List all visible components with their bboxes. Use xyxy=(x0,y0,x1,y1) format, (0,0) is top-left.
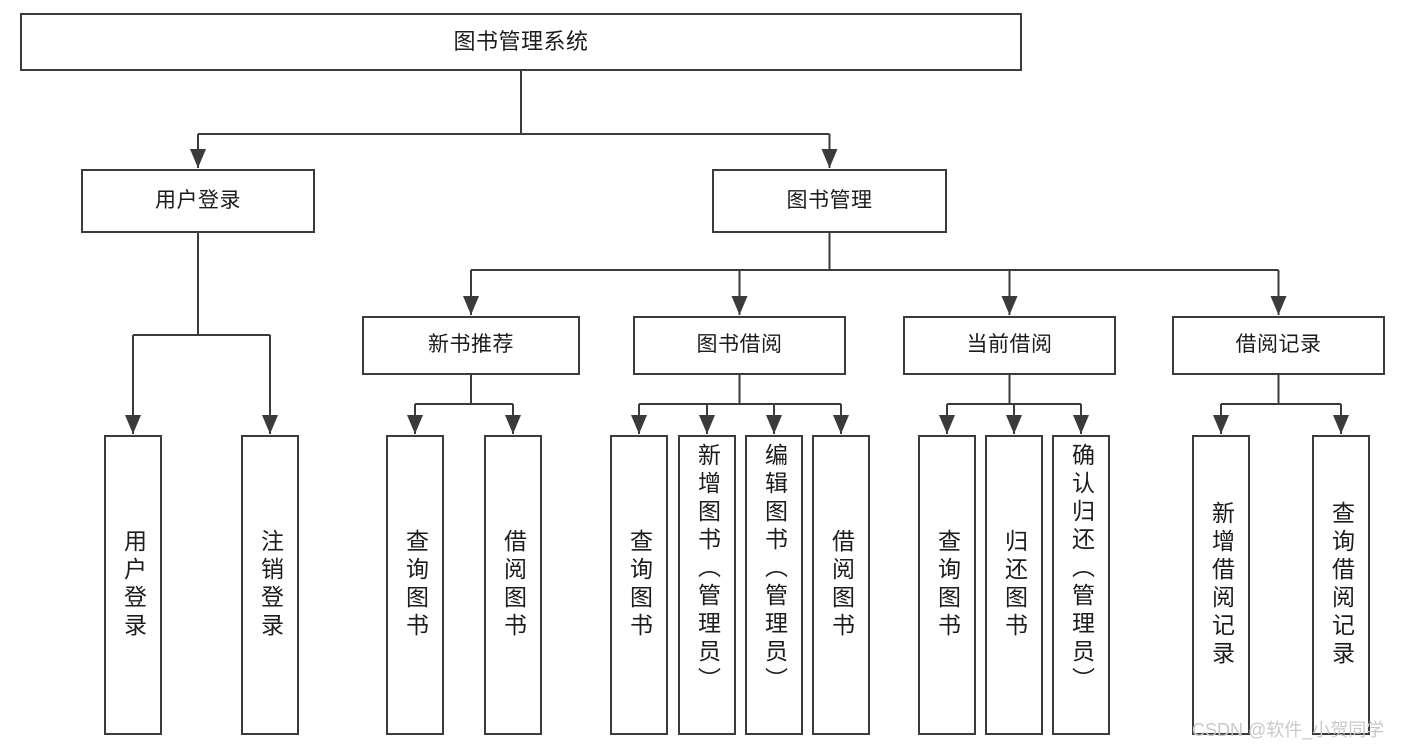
node-leaf-add-borrow-record[interactable]: 新增借阅记录 xyxy=(1192,435,1250,735)
borrow-record-to-leaves-arrow-0 xyxy=(1213,415,1229,434)
node-leaf-query-book-current[interactable]: 查询图书 xyxy=(918,435,976,735)
borrow-record-to-leaves-arrow-1 xyxy=(1333,415,1349,434)
node-label: 图书借阅 xyxy=(696,333,783,357)
node-leaf-borrow-book[interactable]: 借阅图书 xyxy=(812,435,870,735)
root-to-level2-arrow-1 xyxy=(821,149,838,168)
node-leaf-user-login[interactable]: 用户登录 xyxy=(104,435,162,735)
node-label: 借阅图书 xyxy=(828,529,855,641)
current-borrow-to-leaves-arrow-0 xyxy=(939,415,955,434)
node-label: 查询图书 xyxy=(626,529,653,641)
node-leaf-query-book-recommend[interactable]: 查询图书 xyxy=(386,435,444,735)
node-book-borrow[interactable]: 图书借阅 xyxy=(633,316,846,375)
node-label: 用户登录 xyxy=(120,529,147,641)
node-label: 图书管理系统 xyxy=(453,29,589,55)
node-leaf-query-borrow-record[interactable]: 查询借阅记录 xyxy=(1312,435,1370,735)
book-borrow-to-leaves-arrow-0 xyxy=(631,415,647,434)
node-label: 新增借阅记录 xyxy=(1208,501,1235,669)
userlogin-to-leaves-arrow-1 xyxy=(262,415,278,434)
node-leaf-confirm-return-admin[interactable]: 确认归还（管理员） xyxy=(1052,435,1110,735)
current-borrow-to-leaves-arrow-1 xyxy=(1006,415,1022,434)
csdn-watermark: CSDN @软件_小贺同学 xyxy=(1192,720,1385,740)
node-label: 确认归还（管理员） xyxy=(1068,443,1095,695)
root-to-level2-arrow-0 xyxy=(190,149,206,168)
node-new-book-recommend[interactable]: 新书推荐 xyxy=(362,316,580,375)
node-book-management[interactable]: 图书管理 xyxy=(712,169,947,233)
node-label: 用户登录 xyxy=(155,188,241,212)
bookmgmt-to-level3-arrow-2 xyxy=(1001,296,1018,315)
node-label: 当前借阅 xyxy=(966,333,1053,357)
node-current-borrow[interactable]: 当前借阅 xyxy=(903,316,1116,375)
book-borrow-to-leaves-arrow-2 xyxy=(766,415,782,434)
book-borrow-to-leaves-arrow-1 xyxy=(699,415,715,434)
bookmgmt-to-level3-arrow-3 xyxy=(1270,296,1287,315)
node-label: 借阅图书 xyxy=(500,529,527,641)
node-leaf-return-book[interactable]: 归还图书 xyxy=(985,435,1043,735)
userlogin-to-leaves-arrow-0 xyxy=(125,415,141,434)
node-label: 编辑图书（管理员） xyxy=(761,443,788,695)
node-label: 新增图书（管理员） xyxy=(694,443,721,695)
node-label: 注销登录 xyxy=(257,529,284,641)
node-leaf-query-book-borrow[interactable]: 查询图书 xyxy=(610,435,668,735)
node-label: 图书管理 xyxy=(786,188,873,212)
node-borrow-record[interactable]: 借阅记录 xyxy=(1172,316,1385,375)
node-root[interactable]: 图书管理系统 xyxy=(20,13,1022,71)
new-book-recommend-to-leaves-arrow-1 xyxy=(505,415,521,434)
node-label: 新书推荐 xyxy=(428,333,514,357)
node-label: 归还图书 xyxy=(1001,529,1028,641)
node-user-login[interactable]: 用户登录 xyxy=(81,169,315,233)
new-book-recommend-to-leaves-arrow-0 xyxy=(407,415,423,434)
node-label: 查询图书 xyxy=(402,529,429,641)
node-leaf-logout[interactable]: 注销登录 xyxy=(241,435,299,735)
node-leaf-edit-book-admin[interactable]: 编辑图书（管理员） xyxy=(745,435,803,735)
node-label: 查询借阅记录 xyxy=(1328,501,1355,669)
node-leaf-add-book-admin[interactable]: 新增图书（管理员） xyxy=(678,435,736,735)
bookmgmt-to-level3-arrow-1 xyxy=(731,296,748,315)
node-label: 借阅记录 xyxy=(1235,333,1322,357)
bookmgmt-to-level3-arrow-0 xyxy=(463,296,479,315)
node-leaf-borrow-book-recommend[interactable]: 借阅图书 xyxy=(484,435,542,735)
node-label: 查询图书 xyxy=(934,529,961,641)
book-borrow-to-leaves-arrow-3 xyxy=(833,415,849,434)
current-borrow-to-leaves-arrow-2 xyxy=(1073,415,1089,434)
